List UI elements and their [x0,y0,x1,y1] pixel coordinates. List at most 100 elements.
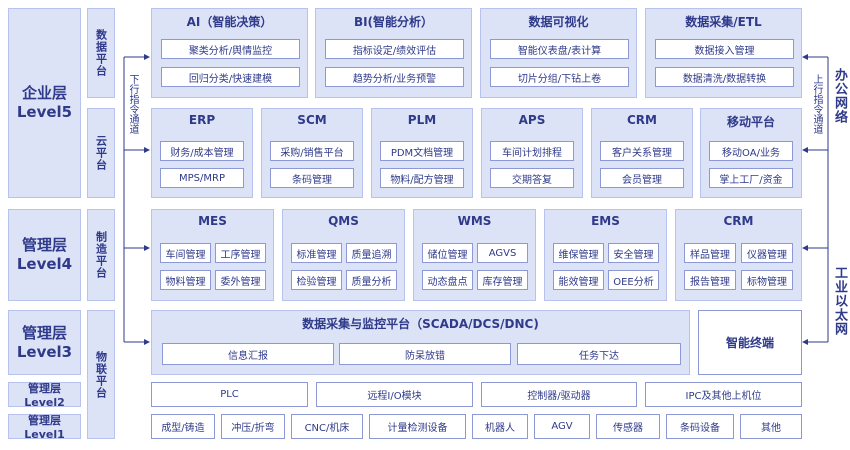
ai-panel-title: AI（智能决策） [186,15,273,29]
scada-panel-title: 数据采集与监控平台（SCADA/DCS/DNC) [302,317,539,331]
down-arrow-head [144,339,150,345]
qms-panel: QMS 标准管理 质量追溯 检验管理 质量分析 [282,209,405,301]
level3-box: 管理层 Level3 [8,310,81,375]
remote-io-box: 远程I/O模块 [316,382,473,407]
mes-item: 委外管理 [215,270,266,290]
controller-driver-box: 控制器/驱动器 [481,382,637,407]
level1-box: 管理层Level1 [8,414,81,441]
device-box: 其他 [740,414,802,439]
qms-item: 质量追溯 [346,243,397,263]
iot-platform-label: 物联平台 [87,310,115,439]
crm-cloud-panel-title: CRM [627,113,657,127]
device-box: AGV [534,414,590,439]
plm-panel: PLM PDM文档管理 物料/配方管理 [371,108,473,198]
scm-item: 条码管理 [270,168,354,188]
manufacturing-platform-label: 制造平台 [87,209,115,301]
mobile-item: 掌上工厂/资金 [709,168,793,188]
plm-panel-title: PLM [407,113,437,127]
scm-panel-title: SCM [297,113,327,127]
plm-item: 物料/配方管理 [380,168,464,188]
dataviz-panel: 数据可视化 智能仪表盘/表计算 切片分组/下钻上卷 [480,8,637,98]
erp-item: MPS/MRP [160,168,244,188]
crm-mfg-panel: CRM 样品管理 仪器管理 报告管理 标物管理 [675,209,802,301]
industrial-ethernet-label: 工业以太网 [832,266,847,336]
qms-item: 检验管理 [291,270,342,290]
down-channel-label: 下行指令通道 [127,74,138,134]
level2-box: 管理层Level2 [8,382,81,409]
level1-label: 管理层Level1 [24,414,65,441]
mes-item: 车间管理 [160,243,211,263]
crm-mfg-item: 样品管理 [684,243,736,263]
crm-cloud-panel: CRM 客户关系管理 会员管理 [591,108,693,198]
level3-name: 管理层 [21,323,67,342]
dataviz-item: 切片分组/下钻上卷 [490,67,629,87]
level5-label: Level5 [16,103,73,121]
plc-box: PLC [151,382,308,407]
scada-item: 信息汇报 [162,343,334,365]
aps-panel-title: APS [518,113,546,127]
up-channel-label: 上行指令通道 [811,74,822,134]
mes-item: 工序管理 [215,243,266,263]
qms-panel-title: QMS [328,214,359,228]
cloud-platform-label: 云平台 [87,108,115,198]
aps-item: 车间计划排程 [490,141,574,161]
aps-panel: APS 车间计划排程 交期答复 [481,108,583,198]
etl-item: 数据清洗/数据转换 [655,67,794,87]
crm-mfg-item: 仪器管理 [741,243,793,263]
office-network-label: 办公网络 [832,68,847,124]
device-box: 条码设备 [666,414,734,439]
device-box: 计量检测设备 [369,414,466,439]
device-box: 成型/铸造 [151,414,215,439]
ems-item: OEE分析 [608,270,659,290]
level4-label: Level4 [16,255,73,273]
crm-mfg-item: 报告管理 [684,270,736,290]
scada-panel: 数据采集与监控平台（SCADA/DCS/DNC) 信息汇报 防呆放错 任务下达 [151,310,690,375]
level5-name: 企业层 [21,84,67,102]
ems-item: 维保管理 [553,243,604,263]
mobile-item: 移动OA/业务 [709,141,793,161]
dataviz-item: 智能仪表盘/表计算 [490,39,629,59]
ai-panel: AI（智能决策） 聚类分析/舆情监控 回归分类/快速建模 [151,8,308,98]
erp-item: 财务/成本管理 [160,141,244,161]
ems-panel-title: EMS [591,214,620,228]
mes-panel: MES 车间管理 工序管理 物料管理 委外管理 [151,209,274,301]
crm-mfg-item: 标物管理 [741,270,793,290]
erp-panel-title: ERP [188,113,216,127]
data-platform-label: 数据平台 [87,8,115,98]
smart-terminal-box: 智能终端 [698,310,802,375]
etl-panel: 数据采集/ETL 数据接入管理 数据清洗/数据转换 [645,8,802,98]
mes-item: 物料管理 [160,270,211,290]
ai-item: 回归分类/快速建模 [161,67,300,87]
scm-panel: SCM 采购/销售平台 条码管理 [261,108,363,198]
scada-item: 任务下达 [517,343,681,365]
up-arrow-head [802,54,808,60]
mes-panel-title: MES [198,214,227,228]
mobile-panel: 移动平台 移动OA/业务 掌上工厂/资金 [700,108,802,198]
ipc-box: IPC及其他上机位 [645,382,802,407]
wms-item: AGVS [477,243,528,263]
ems-item: 安全管理 [608,243,659,263]
mobile-panel-title: 移动平台 [726,115,775,129]
wms-panel: WMS 储位管理 AGVS 动态盘点 库存管理 [413,209,536,301]
level3-label: Level3 [16,342,73,361]
level4-box: 管理层 Level4 [8,209,81,301]
bi-panel-title: BI(智能分析） [353,15,434,29]
ems-item: 能效管理 [553,270,604,290]
crm-cloud-item: 客户关系管理 [600,141,684,161]
aps-item: 交期答复 [490,168,574,188]
scm-item: 采购/销售平台 [270,141,354,161]
crm-mfg-panel-title: CRM [723,214,754,228]
up-arrow-head [802,339,808,345]
wms-item: 储位管理 [422,243,473,263]
device-box: 传感器 [596,414,660,439]
plm-item: PDM文档管理 [380,141,464,161]
level5-box: 企业层 Level5 [8,8,81,198]
scada-item: 防呆放错 [339,343,511,365]
qms-item: 质量分析 [346,270,397,290]
wms-item: 动态盘点 [422,270,473,290]
dataviz-panel-title: 数据可视化 [528,15,589,29]
erp-panel: ERP 财务/成本管理 MPS/MRP [151,108,253,198]
bi-item: 趋势分析/业务预警 [325,67,464,87]
wms-item: 库存管理 [477,270,528,290]
level2-label: 管理层Level2 [24,382,65,409]
